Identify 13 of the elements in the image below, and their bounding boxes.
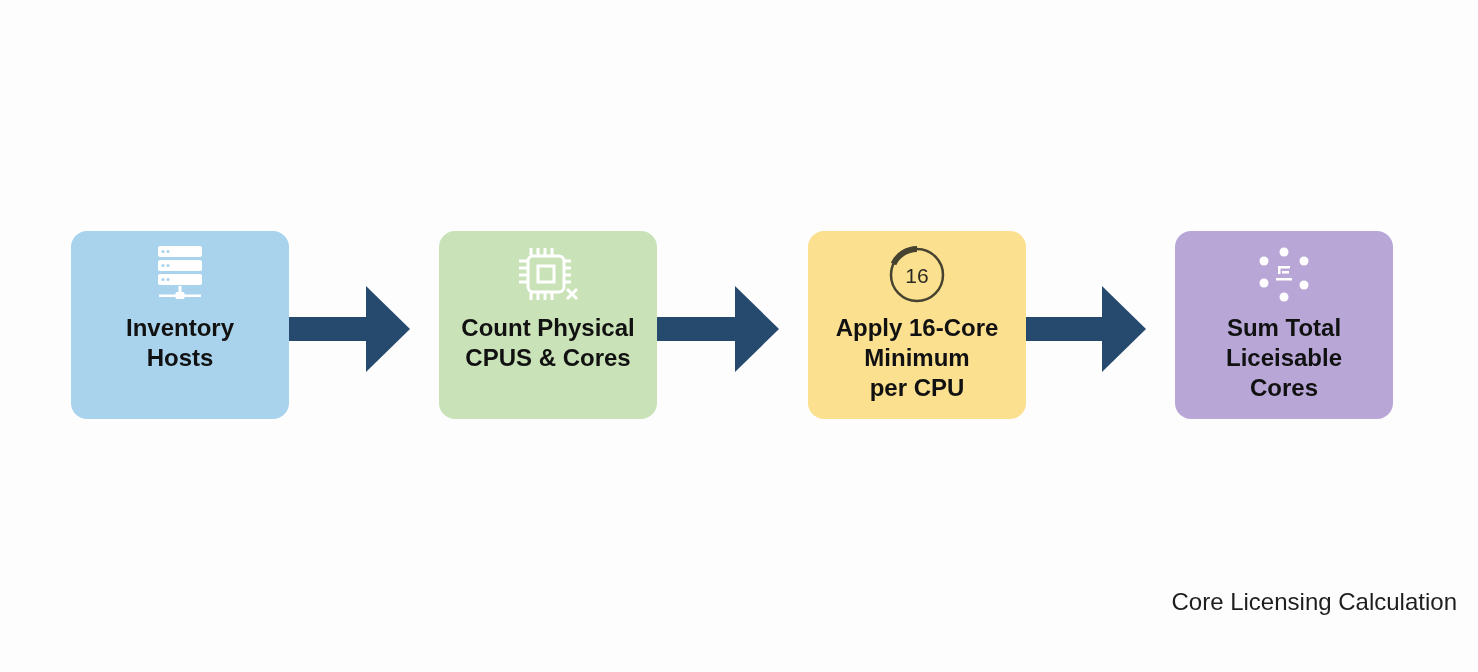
- process-box: [808, 231, 1026, 419]
- step-label: Apply 16-Core Minimum per CPU: [834, 313, 1000, 403]
- block-arrow: [289, 286, 410, 372]
- step-label: Sum Total Liceisable Cores: [1224, 313, 1344, 403]
- process-box: [1175, 231, 1393, 419]
- step-label: Count Physical CPUS & Cores: [460, 313, 636, 373]
- block-arrow: [1026, 286, 1146, 372]
- caption: Core Licensing Calculation: [1171, 587, 1457, 617]
- process-box: [439, 231, 657, 419]
- gauge-number: 16: [905, 264, 929, 286]
- process-box: [71, 231, 289, 419]
- block-arrow: [657, 286, 779, 372]
- step-label: Inventory Hosts: [125, 313, 235, 373]
